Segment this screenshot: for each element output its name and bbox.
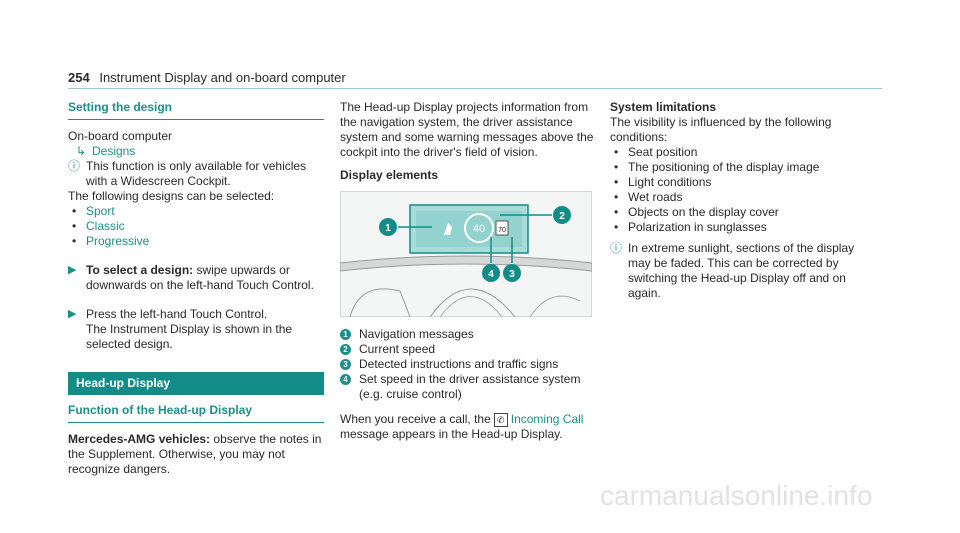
callout-4-marker xyxy=(482,264,500,282)
list-item: •The positioning of the display image xyxy=(610,160,880,175)
watermark: carmanualsonline.info xyxy=(600,480,873,511)
call-pre: When you receive a call, the xyxy=(340,412,491,426)
column-left: Setting the design On-board computer ↳ D… xyxy=(68,100,324,477)
bullet-icon: • xyxy=(72,234,77,248)
incoming-call-paragraph: When you receive a call, the✆Incoming Ca… xyxy=(340,412,596,442)
callout-list: 1 Navigation messages 2 Current speed 3 Det… xyxy=(340,327,596,402)
designs-list: • Sport • Classic • Progressive xyxy=(68,204,324,249)
call-post: message appears in the Head-up Display. xyxy=(340,427,563,441)
list-item[interactable]: • Sport xyxy=(68,204,324,219)
callout-2-label: 2 xyxy=(559,211,565,222)
bullet-icon: • xyxy=(614,175,619,189)
callout-text: Detected instructions and traffic signs xyxy=(359,357,559,371)
callout-1-marker xyxy=(379,218,397,236)
step-select-design: ▶ To select a design: swipe upwards or d… xyxy=(68,263,324,293)
submenu-arrow-icon: ↳ xyxy=(76,144,87,158)
design-progressive[interactable]: Progressive xyxy=(86,234,150,248)
page-number: 254 xyxy=(68,70,90,85)
callout-4-label: 4 xyxy=(488,269,494,280)
callout-number: 2 xyxy=(340,344,351,355)
callout-3-label: 3 xyxy=(509,269,515,280)
sunlight-note: ⓘ In extreme sunlight, sections of the d… xyxy=(610,241,880,301)
step1-text: swipe upwards or downwards on the left-h… xyxy=(86,263,314,292)
list-item: 2 Current speed xyxy=(340,342,596,357)
note-text: In extreme sunlight, sections of the dis… xyxy=(628,241,855,300)
hud-speed-value: 40 xyxy=(473,223,485,235)
callout-number: 4 xyxy=(340,374,351,385)
hud-figure: 40 70 1 2 4 3 xyxy=(339,190,593,318)
list-item: 4 Set speed in the driver assistance syst… xyxy=(340,372,596,402)
header-rule xyxy=(68,88,882,89)
limitations-heading: System limitations xyxy=(610,100,717,114)
limitations-list: •Seat position •The positioning of the d… xyxy=(610,145,880,235)
bullet-icon: • xyxy=(614,220,619,234)
bullet-icon: • xyxy=(72,219,77,233)
callout-2-marker xyxy=(553,206,571,224)
bullet-icon: • xyxy=(614,145,619,159)
callout-text: Current speed xyxy=(359,342,436,356)
list-item: 3 Detected instructions and traffic signs xyxy=(340,357,596,372)
callout-number: 1 xyxy=(340,329,351,340)
section-banner: Head-up Display xyxy=(68,372,324,395)
callout-text: Navigation messages xyxy=(359,327,474,341)
menu-path-root: On-board computer xyxy=(68,129,173,143)
chapter-title: Instrument Display and on-board computer xyxy=(99,70,346,85)
list-item: •Objects on the display cover xyxy=(610,205,880,220)
callout-number: 3 xyxy=(340,359,351,370)
list-item: 1 Navigation messages xyxy=(340,327,596,342)
callout-text: Set speed in the driver assistance syste… xyxy=(359,372,581,401)
step-press-touch: ▶ Press the left-hand Touch Control.The … xyxy=(68,307,324,352)
step2-text: Press the left-hand Touch Control. xyxy=(86,307,268,321)
widescreen-note: ⓘ This function is only available for ve… xyxy=(68,159,324,189)
step1-bold: To select a design: xyxy=(86,263,194,277)
hud-illustration: 40 70 1 2 4 3 xyxy=(339,190,593,318)
setting-heading: Setting the design xyxy=(68,100,324,120)
limitations-intro: The visibility is influenced by the foll… xyxy=(610,115,832,144)
column-middle: The Head-up Display projects information… xyxy=(339,100,596,442)
bullet-icon: • xyxy=(614,190,619,204)
list-item: •Wet roads xyxy=(610,190,880,205)
display-elements-heading: Display elements xyxy=(340,168,439,182)
design-sport[interactable]: Sport xyxy=(86,204,115,218)
amg-text: observe the notes in the Supplement. Oth… xyxy=(68,432,322,476)
list-item: •Light conditions xyxy=(610,175,880,190)
phone-icon: ✆ xyxy=(493,413,508,427)
list-item[interactable]: • Classic xyxy=(68,219,324,234)
callout-3-marker xyxy=(503,264,521,282)
amg-note: Mercedes-AMG vehicles: observe the notes… xyxy=(68,432,324,477)
incoming-call-link[interactable]: Incoming Call xyxy=(510,412,584,426)
column-right: System limitations The visibility is inf… xyxy=(610,100,880,301)
list-item[interactable]: • Progressive xyxy=(68,234,324,249)
list-item: •Seat position xyxy=(610,145,880,160)
designs-intro: The following designs can be selected: xyxy=(68,189,275,203)
note-text: This function is only available for vehi… xyxy=(86,159,307,188)
amg-bold: Mercedes-AMG vehicles: xyxy=(68,432,211,446)
bullet-icon: • xyxy=(614,205,619,219)
hud-intro: The Head-up Display projects information… xyxy=(340,100,594,159)
designs-link[interactable]: Designs xyxy=(92,144,136,158)
step-arrow-icon: ▶ xyxy=(68,308,77,320)
design-classic[interactable]: Classic xyxy=(86,219,125,233)
bullet-icon: • xyxy=(614,160,619,174)
function-heading: Function of the Head-up Display xyxy=(68,403,324,423)
list-item: •Polarization in sunglasses xyxy=(610,220,880,235)
menu-path-sub: ↳ Designs xyxy=(68,144,324,159)
info-icon: ⓘ xyxy=(610,241,623,255)
page-header: 254 Instrument Display and on-board comp… xyxy=(68,70,346,85)
callout-1-label: 1 xyxy=(385,223,391,234)
bullet-icon: • xyxy=(72,204,77,218)
step-arrow-icon: ▶ xyxy=(68,264,77,276)
info-icon: ⓘ xyxy=(68,159,81,173)
step2-text2: The Instrument Display is shown in the s… xyxy=(86,322,293,351)
hud-sign-value: 70 xyxy=(498,227,506,234)
